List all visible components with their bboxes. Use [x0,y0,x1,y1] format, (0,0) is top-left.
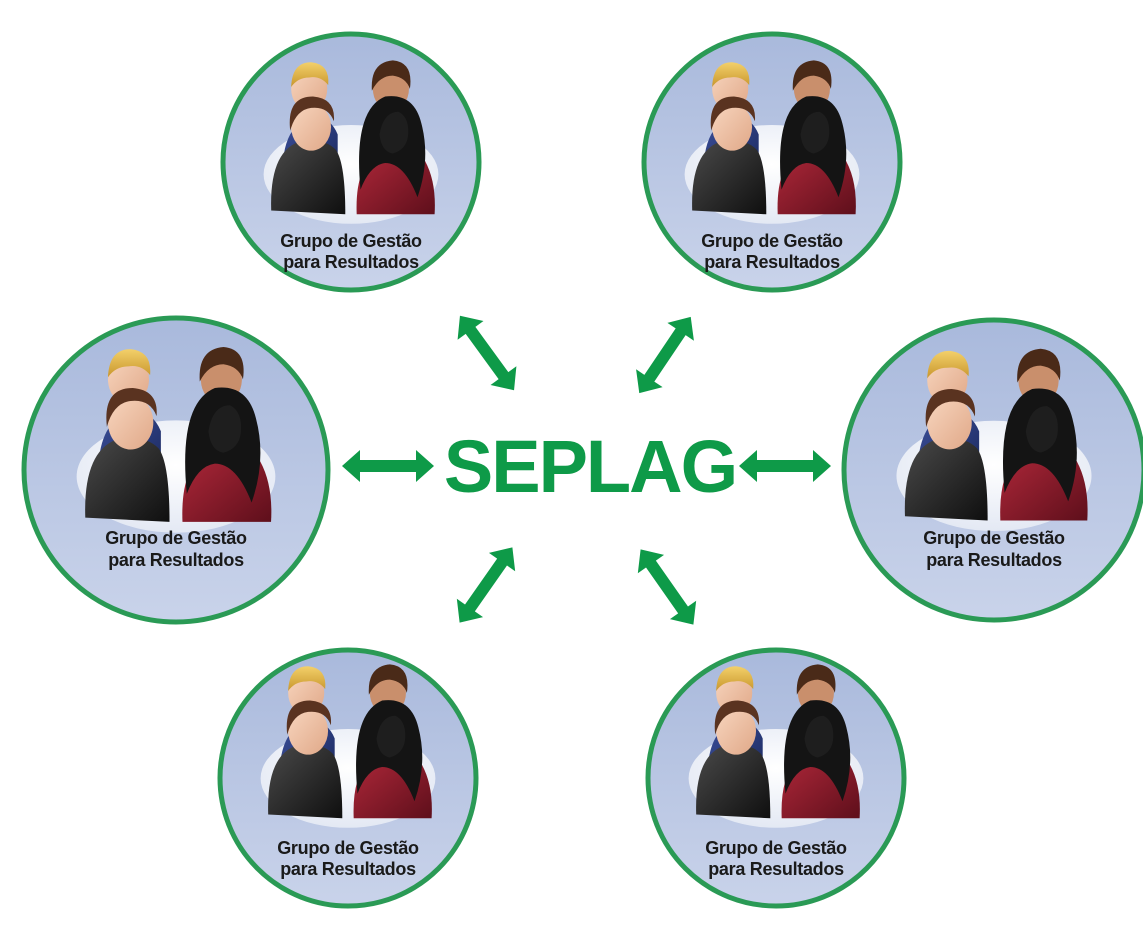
node-label-line1: Grupo de Gestão [105,528,247,548]
node-label-line2: para Resultados [926,550,1062,570]
node-label-line1: Grupo de Gestão [277,838,419,858]
node-label-line1: Grupo de Gestão [701,231,843,251]
node-label-line2: para Resultados [704,252,840,272]
double-arrow-icon [627,540,707,634]
double-arrow-icon [626,307,704,403]
node-label-line2: para Resultados [108,550,244,570]
group-node-middle-left: Grupo de Gestão para Resultados [21,315,331,625]
group-node-bottom-right: Grupo de Gestão para Resultados [645,647,907,909]
node-label-line2: para Resultados [283,252,419,272]
double-arrow-icon [739,450,831,482]
node-label-line1: Grupo de Gestão [280,231,422,251]
group-node-middle-right: Grupo de Gestão para Resultados [841,317,1143,623]
node-label-line1: Grupo de Gestão [923,528,1065,548]
node-label-line2: para Resultados [708,859,844,879]
group-node-top-left: Grupo de Gestão para Resultados [220,31,482,293]
center-label: SEPLAG [444,425,736,508]
group-node-bottom-left: Grupo de Gestão para Resultados [217,647,479,909]
double-arrow-icon [447,306,527,400]
node-label-line2: para Resultados [280,859,416,879]
group-node-top-right: Grupo de Gestão para Resultados [641,31,903,293]
double-arrow-icon [342,450,434,482]
node-label-line1: Grupo de Gestão [705,838,847,858]
double-arrow-icon [446,538,526,632]
